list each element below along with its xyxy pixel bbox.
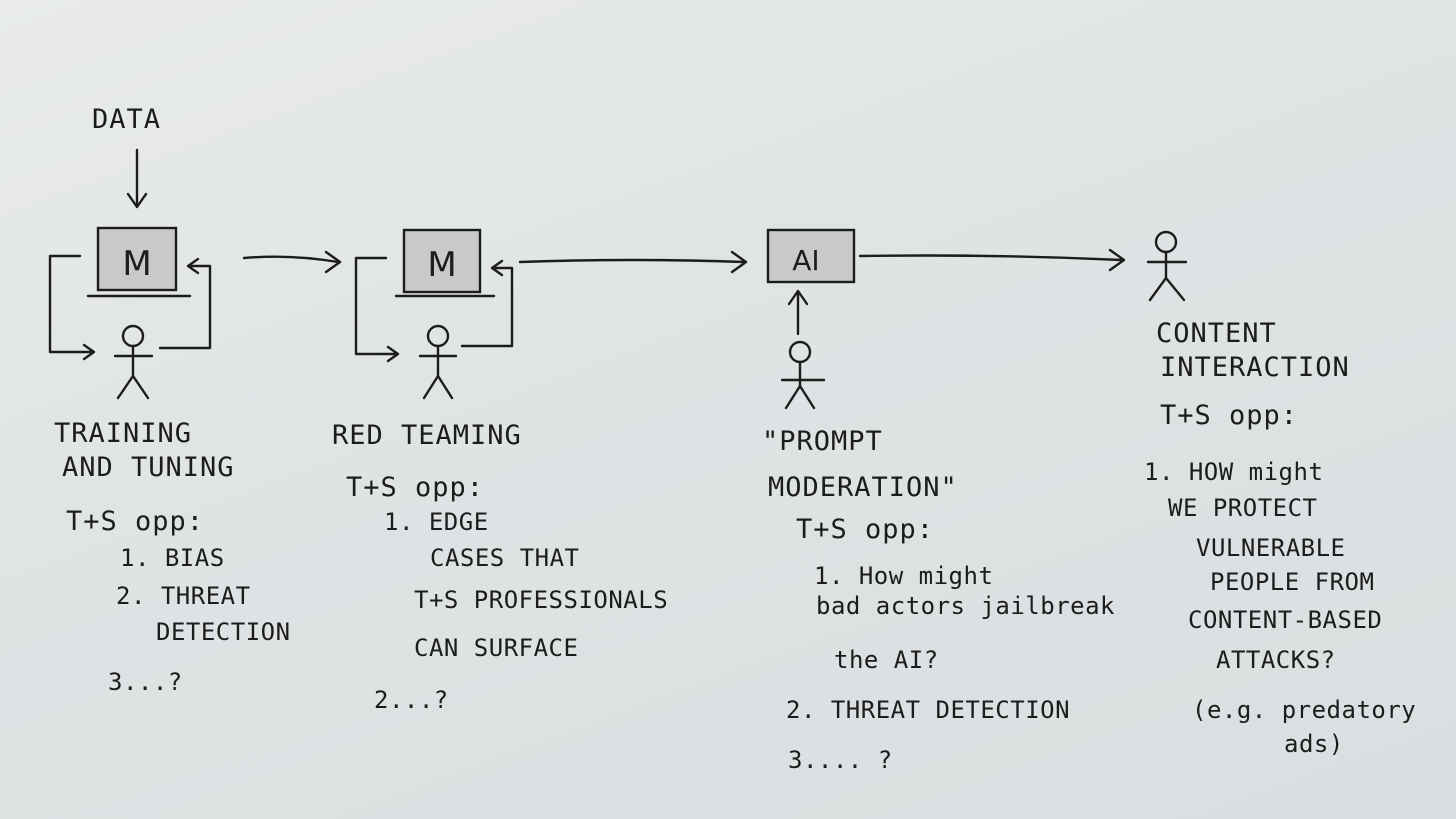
prompt-arrow-up [787,289,809,336]
opp-item: DETECTION [156,618,291,646]
data-arrow-down [126,148,148,209]
opp-item: 2. THREAT [116,582,251,610]
stage-content-interaction: CONTENT INTERACTION T+S opp: 1. HOW migh… [1144,230,1416,758]
flow-arrow-3-4 [858,248,1126,272]
opp-item: CONTENT-BASED [1188,606,1382,634]
ts-opp-label: T+S opp: [1160,400,1298,431]
opp-item: 3.... ? [788,746,893,774]
opp-item: (e.g. predatory [1192,696,1416,724]
ts-opp-label: T+S opp: [66,506,204,537]
model-box-label: M [427,245,456,285]
stage-title-line: INTERACTION [1160,352,1350,383]
model-box-redteaming [402,228,482,294]
opp-item: 2...? [374,686,449,714]
opp-item: PEOPLE FROM [1210,568,1374,596]
opp-item: WE PROTECT [1168,494,1318,522]
person-icon [780,340,826,410]
stage-title-line: AND TUNING [62,452,235,483]
opp-item: 1. How might [814,562,993,590]
data-input-label: DATA [92,104,161,135]
flow-arrow-2-3 [518,250,748,274]
loop-arrow-right [158,257,212,350]
opp-item: CAN SURFACE [414,634,578,662]
ts-opp-label: T+S opp: [796,514,934,545]
opp-item: VULNERABLE [1196,534,1346,562]
loop-arrow-right [460,259,514,348]
opp-item: 3...? [108,668,183,696]
stage-title-line: "PROMPT [762,426,883,457]
opp-item: 1. EDGE [384,508,489,536]
stage-title-line: CONTENT [1156,318,1277,349]
opp-item: CASES THAT [430,544,580,572]
opp-item: bad actors jailbreak [816,592,1115,620]
stage-redteaming: M RED TEAMING T+S opp: 1. EDGE CASES THA… [332,228,668,714]
ai-box [766,228,856,284]
model-box-training [96,226,178,292]
person-icon [113,324,154,400]
loop-arrow-left [48,254,96,361]
stage-title-line: RED TEAMING [332,420,522,451]
flow-arrow-1-2 [242,250,342,274]
ai-box-label: AI [792,244,819,277]
stage-title-line: MODERATION" [768,472,958,503]
opp-item: 2. THREAT DETECTION [786,696,1070,724]
opp-item: T+S PROFESSIONALS [414,586,668,614]
ts-opp-label: T+S opp: [346,472,484,503]
opp-item: the AI? [834,646,939,674]
opp-item: 1. HOW might [1144,458,1323,486]
stage-prompt-moderation: AI "PROMPT MODERATION" T+S opp: 1. How m… [762,228,1115,774]
stage-title-line: TRAINING [54,418,192,449]
opp-item: ads) [1284,730,1344,758]
model-box-label: M [122,244,151,284]
person-icon [1146,230,1188,302]
opp-item: 1. BIAS [120,544,225,572]
stage-training: DATA M TRAINING AND TUNING T+S opp: 1. B… [48,104,291,696]
loop-arrow-left [354,256,400,363]
person-icon [418,324,458,400]
opp-item: ATTACKS? [1216,646,1336,674]
